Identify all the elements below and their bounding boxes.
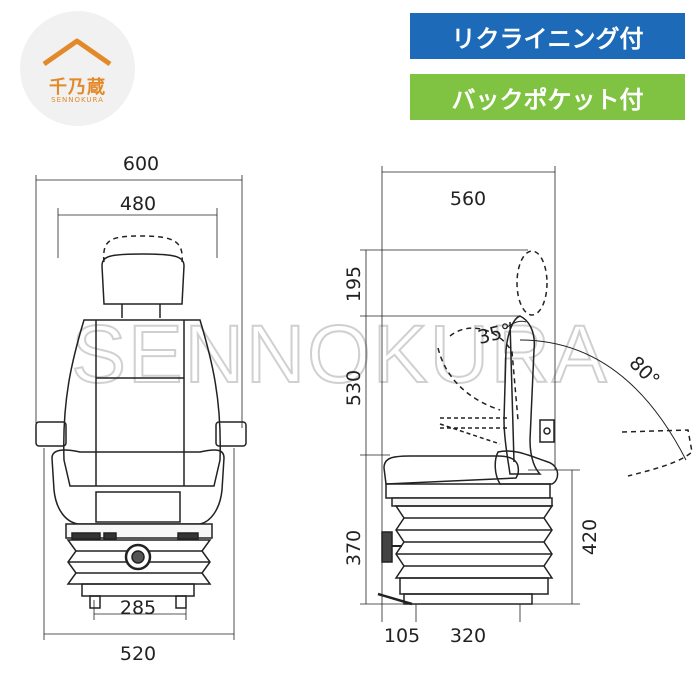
side-depth-560: 560 — [450, 188, 486, 210]
house-roof-icon — [42, 38, 112, 67]
reclining-badge: リクライニング付 — [410, 13, 685, 59]
side-base-320: 320 — [450, 625, 486, 647]
front-width-480: 480 — [120, 193, 156, 215]
side-offset-105: 105 — [384, 625, 420, 647]
side-base-370: 370 — [343, 530, 365, 566]
watermark: SENNOKURA — [71, 309, 608, 400]
side-backrest-530: 530 — [343, 370, 365, 406]
back-pocket-badge: バックポケット付 — [410, 74, 685, 120]
angle-80: 80° — [625, 352, 664, 391]
front-width-600: 600 — [123, 153, 159, 175]
front-view — [35, 175, 247, 640]
front-base-285: 285 — [120, 597, 156, 619]
sennokura-logo: 千乃蔵 SENNOKURA — [20, 11, 135, 126]
logo-romaji: SENNOKURA — [51, 96, 104, 104]
logo-kanji: 千乃蔵 — [49, 77, 106, 98]
side-view — [360, 166, 693, 622]
side-headrest-195: 195 — [343, 266, 365, 302]
front-base-520: 520 — [120, 643, 156, 665]
side-seat-420: 420 — [579, 519, 601, 555]
